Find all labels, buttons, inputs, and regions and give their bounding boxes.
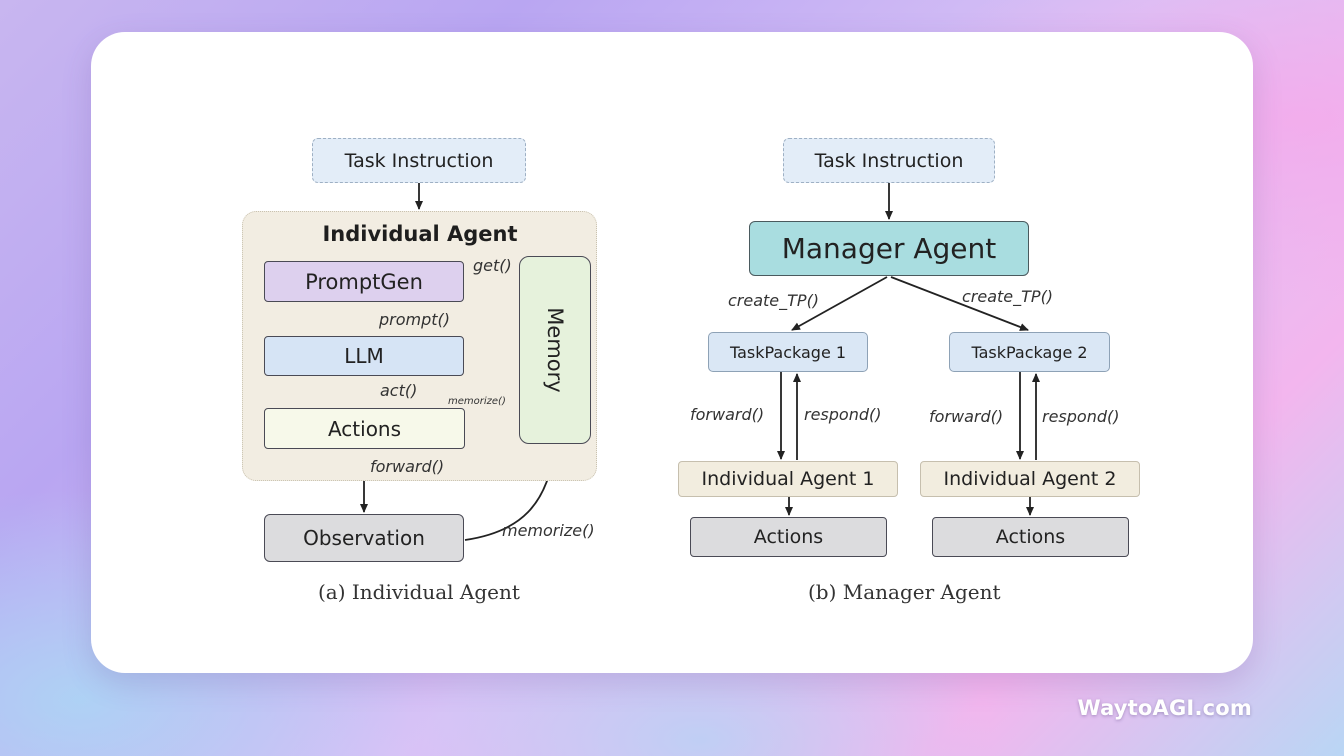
manager-agent-node: Manager Agent: [749, 221, 1029, 276]
individual-agent-2-node: Individual Agent 2: [920, 461, 1140, 497]
promptgen-node: PromptGen: [264, 261, 464, 302]
individual-agent-1-node: Individual Agent 1: [678, 461, 898, 497]
edge-label-memorize-small: memorize(): [448, 396, 506, 407]
arrow-manager-to-tp2: [890, 276, 1029, 331]
edge-label-forward-2: forward(): [929, 407, 1004, 426]
edge-label-get: get(): [473, 256, 512, 275]
edge-label-memorize: memorize(): [502, 521, 595, 540]
edge-label-prompt: prompt(): [379, 310, 451, 329]
observation-node: Observation: [264, 514, 464, 562]
individual-agent-group-title: Individual Agent: [322, 222, 518, 246]
actions-node: Actions: [264, 408, 465, 449]
taskpackage-2-node: TaskPackage 2: [949, 332, 1110, 372]
llm-node: LLM: [264, 336, 464, 376]
task-instruction-node-b: Task Instruction: [783, 138, 995, 183]
task-instruction-node-a: Task Instruction: [312, 138, 526, 183]
edge-label-respond-1: respond(): [804, 405, 882, 424]
edge-label-create-tp-right: create_TP(): [962, 287, 1054, 306]
caption-manager-agent: (b) Manager Agent: [808, 580, 1001, 604]
caption-individual-agent: (a) Individual Agent: [318, 580, 520, 604]
edge-label-act: act(): [380, 381, 418, 400]
taskpackage-1-node: TaskPackage 1: [708, 332, 868, 372]
memory-node: [519, 256, 591, 444]
memory-node-label: Memory: [543, 307, 567, 393]
edge-label-respond-2: respond(): [1042, 407, 1120, 426]
actions-1-node: Actions: [690, 517, 887, 557]
edge-label-create-tp-left: create_TP(): [728, 291, 820, 310]
actions-2-node: Actions: [932, 517, 1129, 557]
watermark-logo-text: WaytoAGI.com: [1077, 696, 1252, 720]
edge-label-forward: forward(): [370, 457, 445, 476]
edge-label-forward-1: forward(): [690, 405, 765, 424]
arrow-manager-to-tp1: [791, 276, 888, 331]
